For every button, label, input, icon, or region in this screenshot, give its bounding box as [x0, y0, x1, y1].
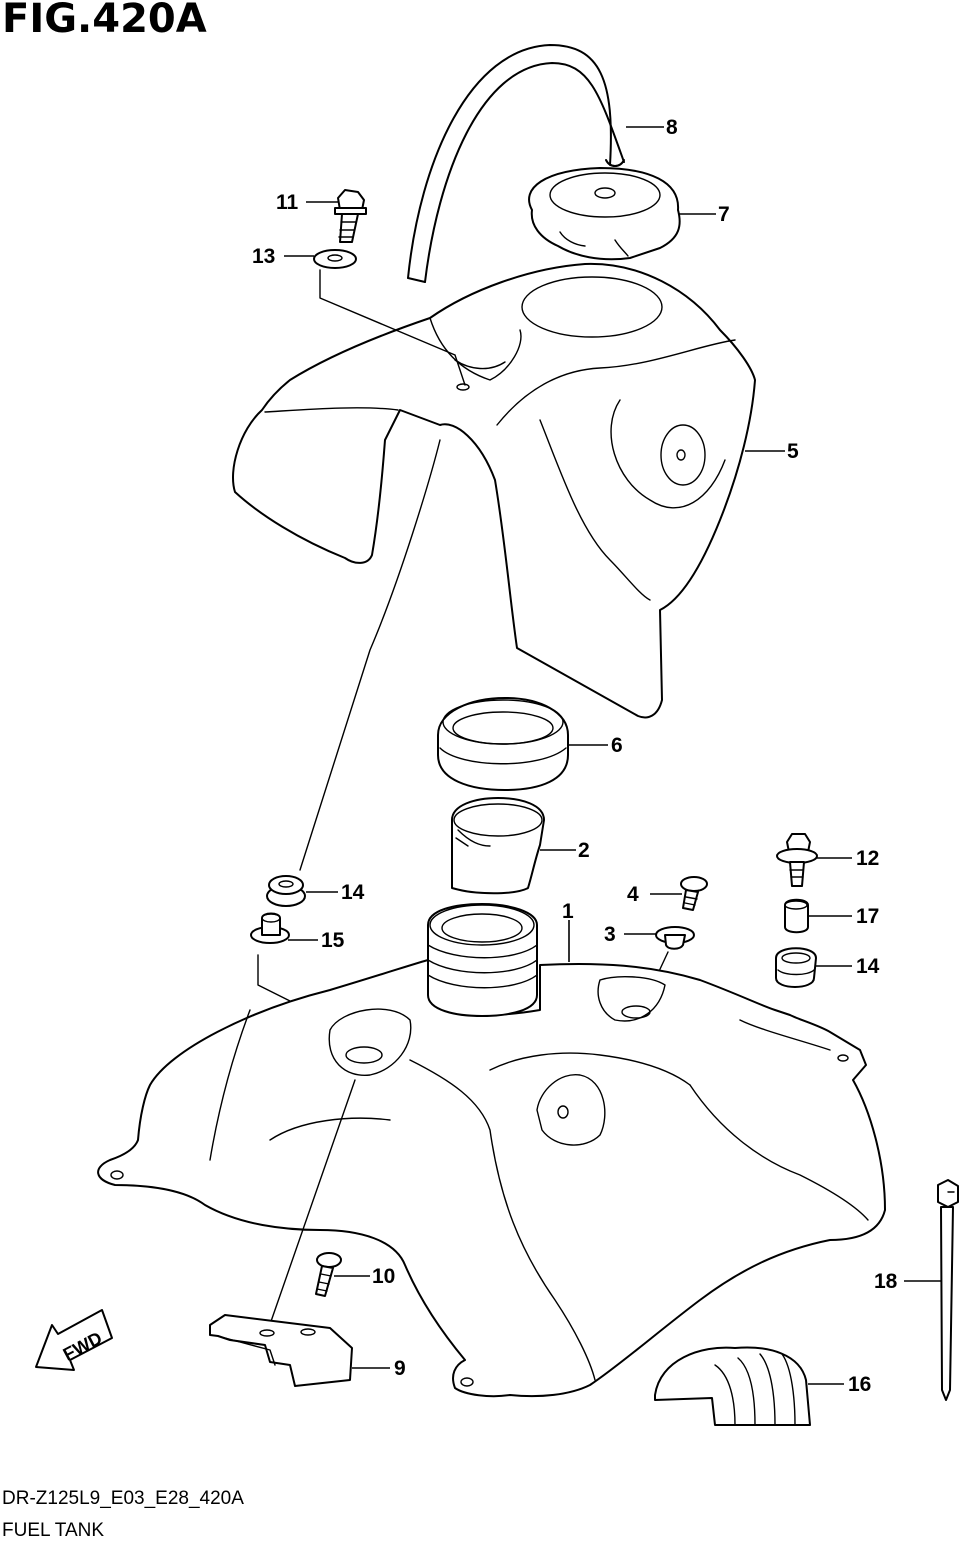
part-18-cable-tie [937, 1179, 959, 1401]
callout-9: 9 [394, 1357, 406, 1380]
callout-17: 16 [848, 1373, 871, 1396]
figure-title: FIG.420A [2, 0, 207, 42]
part-13-washer [313, 249, 357, 269]
part-1-fuel-tank [97, 903, 886, 1398]
callout-12: 12 [856, 847, 879, 870]
callout-10: 10 [372, 1265, 395, 1288]
callout-14-right: 14 [856, 955, 880, 978]
part-9-bracket [209, 1314, 353, 1387]
callouts: 8 7 11 13 5 6 2 12 17 14 4 3 1 14 15 10 [252, 116, 942, 1396]
callout-7: 7 [718, 203, 730, 226]
part-14-grommet-right [775, 947, 817, 988]
callout-1: 1 [562, 900, 574, 923]
part-14-grommet-left [266, 875, 306, 907]
callout-15: 15 [321, 929, 345, 952]
part-17-cushion [654, 1346, 811, 1426]
callout-16: 17 [856, 905, 879, 928]
part-7-fuel-cap [528, 167, 681, 261]
figure-name: FUEL TANK [2, 1520, 105, 1541]
callout-18: 18 [874, 1270, 898, 1293]
callout-11: 11 [276, 191, 299, 214]
fwd-arrow: FWD [35, 1309, 113, 1371]
part-16-collar [784, 898, 809, 934]
part-6-seal-ring [437, 697, 569, 791]
figure-code: DR-Z125L9_E03_E28_420A [2, 1488, 244, 1509]
callout-3: 3 [604, 923, 616, 946]
part-5-tank-cover [232, 262, 756, 719]
part-4-screw [680, 876, 708, 911]
callout-5: 5 [787, 440, 799, 463]
callout-2: 2 [578, 839, 590, 862]
callout-8: 8 [666, 116, 678, 139]
part-15-collar [250, 912, 290, 944]
callout-13: 13 [252, 245, 275, 268]
part-3-flanged-collar [655, 926, 695, 950]
part-8-breather-hose [407, 44, 625, 283]
part-2-filler-sleeve [451, 797, 545, 895]
callout-4: 4 [627, 883, 639, 906]
part-11-bolt [334, 189, 367, 243]
part-10-screw [315, 1252, 342, 1297]
part-12-bolt [776, 833, 818, 887]
callout-14-left: 14 [341, 881, 365, 904]
callout-6: 6 [611, 734, 623, 757]
